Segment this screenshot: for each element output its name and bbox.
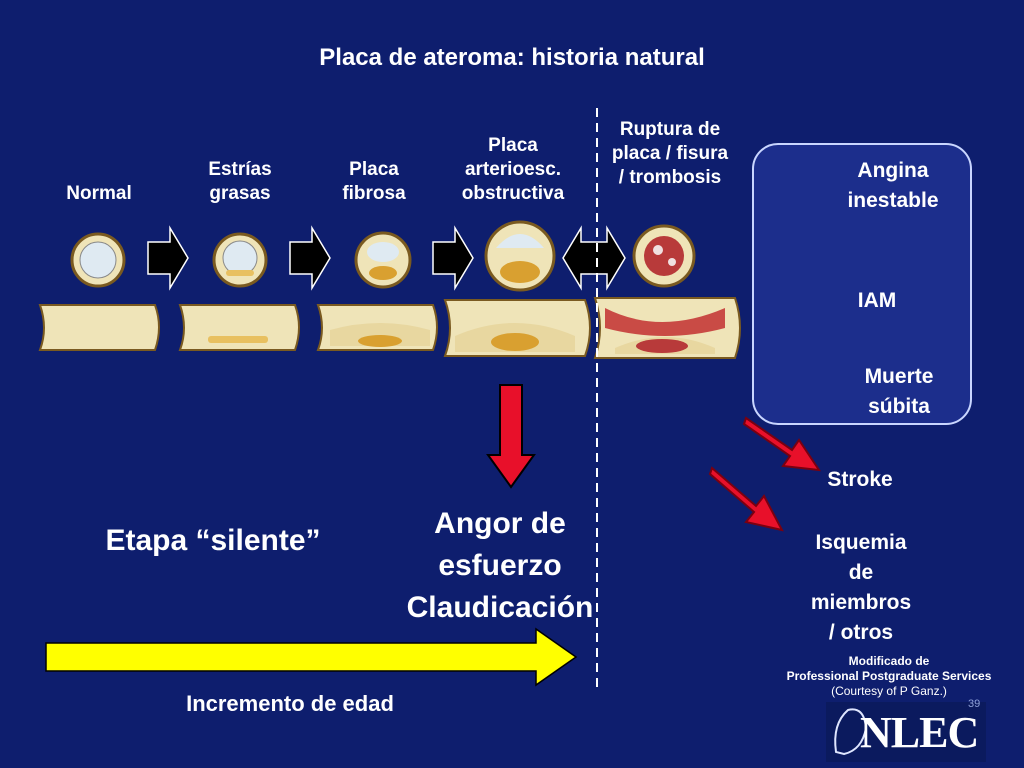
arrow-to-stroke <box>742 416 822 472</box>
transition-arrow-3 <box>432 225 474 291</box>
outcome-stroke: Stroke <box>827 468 893 491</box>
credit-line-3: (Courtesy of P Ganz.) <box>831 684 947 698</box>
credit-block: Modificado de Professional Postgraduate … <box>776 654 1002 699</box>
outcome-muerte-subita: Muerte súbita <box>864 365 934 418</box>
outcome-iam: IAM <box>857 289 897 312</box>
credit-line-2: Professional Postgraduate Services <box>786 669 992 683</box>
cross-section-normal <box>70 232 126 288</box>
transition-arrow-1 <box>147 225 189 291</box>
arrow-to-isquemia <box>708 466 784 532</box>
nlec-logo-emblem <box>826 702 986 762</box>
age-arrow <box>45 627 578 687</box>
longitudinal-vessels <box>38 297 741 359</box>
slide-title: Placa de ateroma: historia natural <box>319 44 705 71</box>
acute-events-panel <box>752 143 972 425</box>
stage-label-obstructive-plaque: Placa arterioesc. obstructiva <box>461 135 565 204</box>
age-label: Incremento de edad <box>186 691 394 716</box>
transition-arrow-2 <box>289 225 331 291</box>
credit-line-1: Modificado de <box>848 654 930 668</box>
cross-section-fatty-streak <box>212 232 268 288</box>
outcome-isquemia-miembros: Isquemia de miembros / otros <box>810 531 912 644</box>
effort-down-arrow <box>486 384 536 489</box>
slide-number: 39 <box>968 698 981 710</box>
stage-label-fatty-streaks: Estrías grasas <box>208 159 272 204</box>
cross-section-obstructive-plaque <box>484 220 556 292</box>
outcome-angina-inestable: Angina inestable <box>847 159 939 212</box>
transition-arrow-double <box>562 225 626 291</box>
nlec-logo-text: NLEC <box>860 708 979 757</box>
effort-outcome-label: Angor de esfuerzo Claudicación <box>406 507 594 624</box>
stage-label-normal: Normal <box>66 183 132 204</box>
stage-label-fibrous-plaque: Placa fibrosa <box>342 159 406 204</box>
silent-stage-label: Etapa “silente” <box>105 524 321 557</box>
stage-label-rupture: Ruptura de placa / fisura / trombosis <box>611 119 729 188</box>
cross-section-rupture <box>632 224 696 288</box>
cross-section-fibrous-plaque <box>354 231 412 289</box>
